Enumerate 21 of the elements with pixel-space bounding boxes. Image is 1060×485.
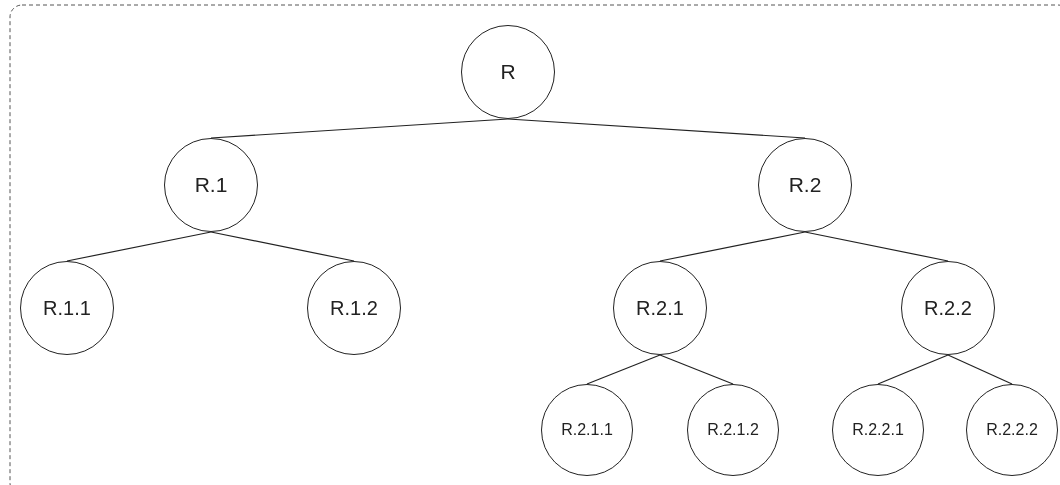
node-label: R.2.2.1	[852, 421, 904, 439]
connector-line	[210, 231, 355, 262]
connector-line	[947, 354, 1013, 385]
node-label: R.2.2.2	[986, 421, 1038, 439]
node-label: R.2.1.1	[561, 421, 613, 439]
node-label: R.2	[788, 173, 822, 197]
connector-line	[659, 231, 806, 262]
connector-line	[507, 118, 806, 139]
connector-line	[210, 118, 509, 139]
connector-line	[586, 354, 661, 385]
node-label: R.2.1	[636, 296, 684, 320]
node-label: R.1.2	[330, 296, 378, 320]
node-label: R	[500, 60, 516, 84]
node-label: R.1.1	[43, 296, 91, 320]
connector-line	[877, 354, 949, 385]
connector-line	[66, 231, 212, 262]
node-label: R.2.2	[924, 296, 972, 320]
node-label: R.1	[194, 173, 228, 197]
node-label: R.2.1.2	[707, 421, 759, 439]
connector-line	[804, 231, 949, 262]
connector-line	[659, 354, 734, 385]
